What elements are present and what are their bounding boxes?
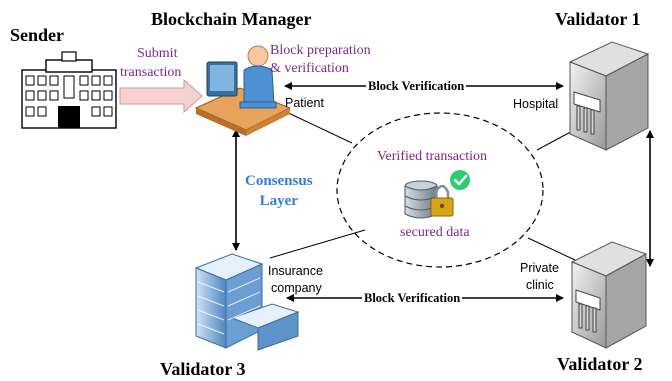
submit-label-line2: transaction bbox=[120, 65, 182, 80]
insurance-label-line2: company bbox=[271, 281, 322, 295]
bank-building-icon bbox=[568, 41, 650, 151]
consensus-label-line2: Layer bbox=[259, 192, 298, 209]
block-verification-bottom-label: Block Verification bbox=[362, 291, 463, 305]
hospital-label: Hospital bbox=[513, 97, 559, 111]
secured-data-label: secured data bbox=[400, 225, 470, 240]
block-verification-top-label: Block Verification bbox=[366, 79, 467, 93]
consensus-layer-label: Consensus Layer bbox=[245, 172, 313, 211]
consensus-label-line1: Consensus bbox=[245, 173, 313, 189]
prep-label-line2: & verification bbox=[270, 61, 349, 76]
private-clinic-label-line1: Private bbox=[520, 261, 559, 275]
validator2-title: Validator 2 bbox=[557, 354, 643, 374]
patient-label: Patient bbox=[285, 96, 324, 110]
office-tower-icon bbox=[194, 253, 300, 351]
person-at-computer-icon bbox=[194, 45, 292, 136]
government-building-icon bbox=[21, 51, 117, 129]
private-clinic-label-line2: clinic bbox=[526, 278, 554, 292]
bank-building-icon bbox=[570, 241, 648, 349]
consensus-ellipse bbox=[336, 112, 544, 268]
database-lock-icon bbox=[404, 180, 454, 219]
insurance-label-line1: Insurance bbox=[268, 264, 323, 278]
submit-label-line1: Submit bbox=[137, 46, 178, 61]
manager-title: Blockchain Manager bbox=[151, 9, 312, 29]
submit-transaction-arrow bbox=[119, 78, 203, 114]
green-check-icon bbox=[450, 170, 470, 190]
validator3-title: Validator 3 bbox=[160, 359, 246, 379]
validator1-title: Validator 1 bbox=[555, 9, 641, 29]
sender-title: Sender bbox=[10, 25, 64, 45]
verified-transaction-label: Verified transaction bbox=[377, 149, 488, 164]
prep-label-line1: Block preparation bbox=[270, 43, 371, 58]
